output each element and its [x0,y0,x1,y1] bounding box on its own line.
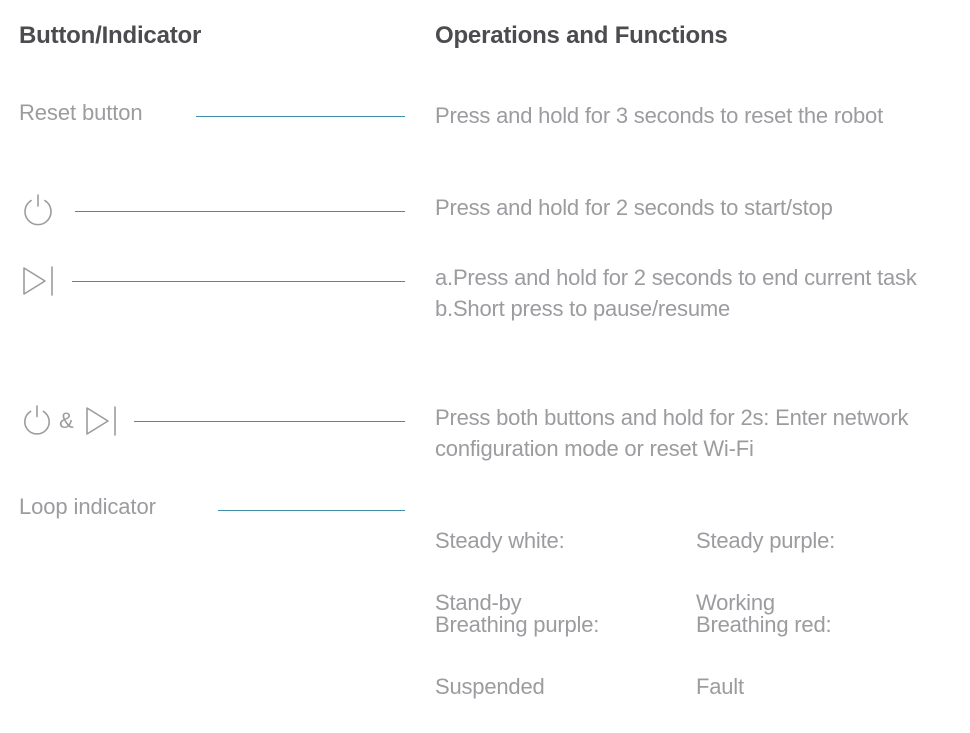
connector-line-power [75,211,405,212]
row-power-left-cell [19,192,419,242]
indicator-state-name: Breathing purple: [435,612,600,637]
reset-button-label: Reset button [19,100,143,125]
indicator-state-meaning: Fault [696,674,744,699]
row-combo-right-cell: Press both buttons and hold for 2s: Ente… [435,402,967,464]
power-icon [19,192,57,230]
table-row-power-button: Press and hold for 2 seconds to start/st… [0,192,970,242]
power-icon [19,402,55,440]
reset-button-description: Press and hold for 3 seconds to reset th… [435,103,883,128]
indicator-state-meaning: Suspended [435,674,545,699]
play-pause-icon [82,402,124,440]
play-pause-icon [19,262,61,300]
indicator-state-name: Breathing red: [696,612,832,637]
indicator-state-meaning: Working [696,590,775,615]
table-row-loop-indicator: Loop indicator Steady white: Stand-by St… [0,494,970,699]
row-play-left-cell [19,262,419,382]
row-loop-left-cell: Loop indicator [19,494,419,654]
connector-line-loop [218,510,405,511]
table-header: Button/Indicator Operations and Function… [0,22,970,62]
play-pause-item-b: b.Short press to pause/resume [435,296,731,321]
indicator-state-breathing-purple: Breathing purple: Suspended [435,578,599,733]
indicator-state-name: Steady white: [435,528,565,553]
button-indicator-table: Button/Indicator Operations and Function… [0,22,970,699]
connector-line-play [72,281,405,282]
combo-description: Press both buttons and hold for 2s: Ente… [435,405,909,461]
row-power-right-cell: Press and hold for 2 seconds to start/st… [435,192,967,223]
indicator-state-steady-purple: Steady purple: Working [696,494,835,649]
combo-separator-ampersand: & [59,408,74,433]
play-pause-description-list: a.Press and hold for 2 seconds to end cu… [435,262,967,324]
indicator-state-meaning: Stand-by [435,590,522,615]
row-reset-right-cell: Press and hold for 3 seconds to reset th… [435,100,967,131]
row-reset-left-cell: Reset button [19,100,419,170]
indicator-state-name: Steady purple: [696,528,836,553]
play-pause-item-a: a.Press and hold for 2 seconds to end cu… [435,265,917,290]
loop-indicator-label: Loop indicator [19,494,156,519]
column-header-operations-functions: Operations and Functions [435,22,728,49]
power-button-description: Press and hold for 2 seconds to start/st… [435,195,833,220]
row-play-right-cell: a.Press and hold for 2 seconds to end cu… [435,262,967,324]
connector-line-reset [196,116,405,117]
table-row-power-play-combo: & Press both buttons and hold for 2s: En… [0,402,970,472]
indicator-state-steady-white: Steady white: Stand-by [435,494,565,649]
connector-line-combo [134,421,405,422]
indicator-state-breathing-red: Breathing red: Fault [696,578,832,733]
column-header-button-indicator: Button/Indicator [19,22,202,49]
table-row-reset-button: Reset button Press and hold for 3 second… [0,100,970,170]
row-combo-left-cell: & [19,402,419,472]
table-row-play-pause-button: a.Press and hold for 2 seconds to end cu… [0,262,970,382]
